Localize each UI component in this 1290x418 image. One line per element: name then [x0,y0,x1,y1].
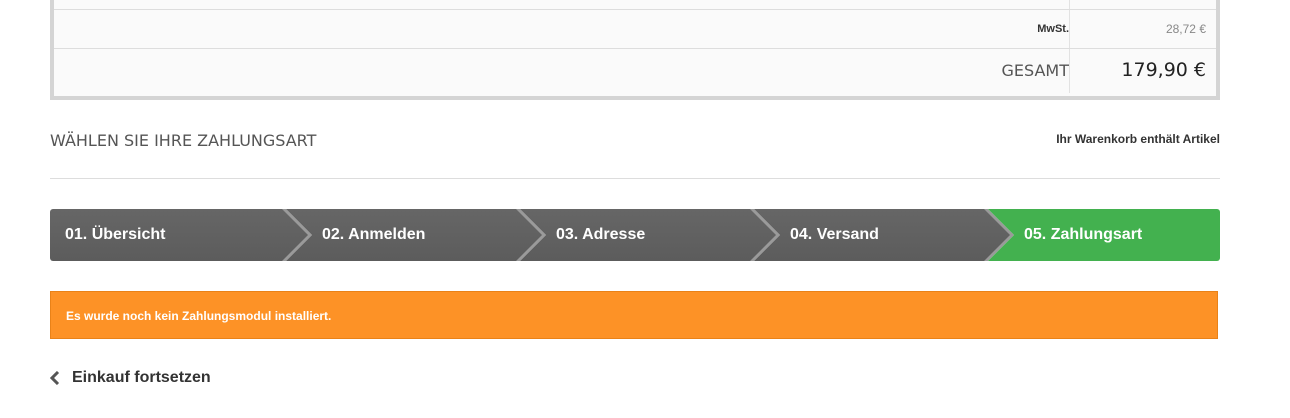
step-payment[interactable]: 05. Zahlungsart [988,209,1220,261]
step-address[interactable]: 03. Adresse [520,209,778,261]
step-shipping[interactable]: 04. Versand [754,209,1012,261]
step-label: 02. Anmelden [322,226,426,243]
page-title: WÄHLEN SIE IHRE ZAHLUNGSART [50,131,317,150]
total-value: 179,90 € [1069,49,1216,93]
vat-label: MwSt. [1037,23,1069,35]
warning-alert: Es wurde noch kein Zahlungsmodul install… [50,291,1218,339]
step-label: 01. Übersicht [65,226,166,243]
vat-value: 28,72 € [1069,10,1216,48]
step-label: 04. Versand [790,226,879,243]
cart-info: Ihr Warenkorb enthält Artikel [1056,132,1220,146]
divider [50,178,1220,179]
chevron-left-icon [50,371,60,385]
step-overview[interactable]: 01. Übersicht [50,209,310,261]
continue-shopping-label: Einkauf fortsetzen [72,369,211,386]
total-row: GESAMT 179,90 € [54,48,1216,93]
vat-row: MwSt. 28,72 € [54,9,1216,48]
step-label: 05. Zahlungsart [1024,226,1143,243]
checkout-steps: 01. Übersicht 02. Anmelden 03. Adresse 0… [50,209,1220,261]
table-top-row [54,0,1216,9]
continue-shopping-link[interactable]: Einkauf fortsetzen [50,369,211,387]
step-label: 03. Adresse [556,226,646,243]
total-label: GESAMT [1001,61,1069,80]
order-summary-table: MwSt. 28,72 € GESAMT 179,90 € [50,0,1220,100]
step-login[interactable]: 02. Anmelden [286,209,544,261]
table-top-cell [1069,0,1216,9]
